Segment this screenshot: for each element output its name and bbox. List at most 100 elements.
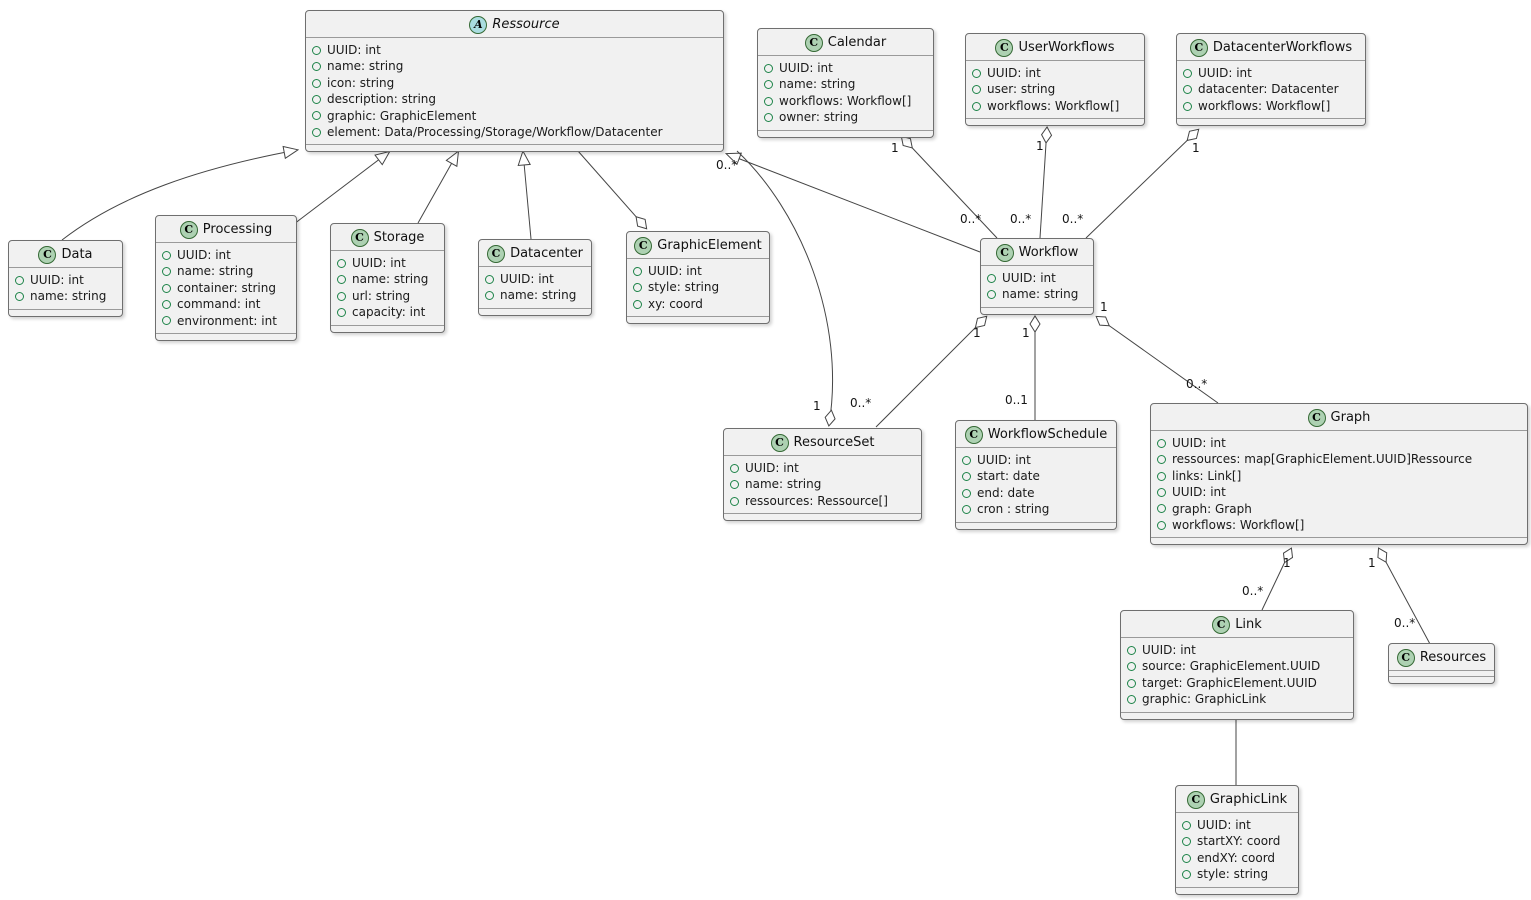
methods-compartment: [1176, 888, 1298, 894]
class-userworkflows: C UserWorkflows UUID: int user: string w…: [965, 33, 1145, 127]
class-workflow: C Workflow UUID: int name: string: [980, 238, 1094, 315]
multiplicity-label: 0..1: [1005, 393, 1028, 407]
attribute: name: string: [730, 476, 913, 492]
attribute: name: string: [162, 263, 288, 279]
attribute-text: startXY: coord: [1197, 834, 1281, 849]
class-data: C Data UUID: int name: string: [8, 240, 123, 317]
class-icon: C: [487, 244, 506, 263]
attribute-text: UUID: int: [648, 264, 702, 278]
class-icon: C: [995, 38, 1014, 57]
class-header: A Ressource: [306, 11, 723, 38]
public-visibility-icon: [1157, 520, 1166, 530]
public-visibility-icon: [1157, 487, 1166, 497]
class-icon: C: [995, 243, 1014, 262]
public-visibility-icon: [1127, 662, 1136, 672]
attribute-text: owner: string: [779, 110, 859, 125]
class-header: C WorkflowSchedule: [956, 421, 1116, 448]
edge-resourceset-workflow: [875, 315, 988, 428]
attribute: xy: coord: [633, 296, 761, 312]
public-visibility-icon: [1127, 678, 1136, 688]
class-graphicelement: C GraphicElement UUID: int style: string…: [626, 231, 770, 325]
methods-compartment: [627, 317, 769, 323]
attributes-compartment: UUID: int name: string: [981, 266, 1093, 308]
class-workflowschedule: C WorkflowSchedule UUID: int start: date…: [955, 420, 1117, 530]
methods-compartment: [156, 334, 296, 340]
attribute: name: string: [337, 271, 436, 287]
multiplicity-label: 1: [891, 141, 899, 155]
attribute: icon: string: [312, 75, 715, 91]
public-visibility-icon: [15, 275, 24, 285]
public-visibility-icon: [633, 299, 642, 309]
attributes-compartment: UUID: int source: GraphicElement.UUID ta…: [1121, 638, 1353, 713]
attribute-text: cron : string: [977, 502, 1050, 517]
public-visibility-icon: [337, 275, 346, 285]
methods-compartment: [724, 514, 921, 520]
public-visibility-icon: [972, 101, 981, 111]
edge-processing-extends-ressource: [293, 152, 389, 225]
attribute: UUID: int: [730, 460, 913, 476]
attribute: style: string: [1182, 866, 1290, 882]
attribute-text: ressources: Ressource[]: [745, 493, 888, 508]
attribute: UUID: int: [1127, 642, 1345, 658]
public-visibility-icon: [312, 94, 321, 104]
class-header: C Link: [1121, 611, 1353, 638]
public-visibility-icon: [162, 267, 171, 277]
attribute: UUID: int: [337, 255, 436, 271]
attribute-text: UUID: int: [977, 453, 1031, 467]
public-visibility-icon: [987, 273, 996, 283]
class-icon: C: [804, 33, 823, 52]
attribute-text: UUID: int: [30, 273, 84, 287]
attributes-compartment: UUID: int style: string xy: coord: [627, 259, 769, 318]
attribute: name: string: [485, 287, 583, 303]
attributes-compartment: UUID: int name: string: [9, 268, 122, 310]
class-header: C Calendar: [758, 29, 933, 56]
attribute-text: UUID: int: [327, 43, 381, 57]
public-visibility-icon: [1157, 455, 1166, 465]
public-visibility-icon: [730, 463, 739, 473]
attribute: user: string: [972, 81, 1136, 97]
class-name: UserWorkflows: [1018, 40, 1115, 55]
attribute: cron : string: [962, 501, 1108, 517]
multiplicity-label: 1: [1368, 556, 1376, 570]
class-name: GraphicElement: [657, 238, 762, 253]
attributes-compartment: UUID: int datacenter: Datacenter workflo…: [1177, 61, 1365, 120]
attribute: url: string: [337, 288, 436, 304]
attribute: target: GraphicElement.UUID: [1127, 675, 1345, 691]
methods-compartment: [331, 326, 444, 332]
edge-resources-graph: [1377, 547, 1431, 645]
attribute-text: UUID: int: [500, 272, 554, 286]
class-name: Graph: [1330, 410, 1371, 425]
multiplicity-label: 0..*: [1010, 212, 1032, 226]
attribute-text: UUID: int: [1002, 271, 1056, 285]
class-name: Link: [1235, 617, 1262, 632]
attribute: workflows: Workflow[]: [764, 93, 925, 109]
public-visibility-icon: [972, 68, 981, 78]
attribute: start: date: [962, 468, 1108, 484]
attribute-text: endXY: coord: [1197, 850, 1276, 865]
public-visibility-icon: [162, 316, 171, 326]
methods-compartment: [1151, 538, 1527, 544]
attribute-text: style: string: [1197, 867, 1269, 882]
class-name: DatacenterWorkflows: [1212, 40, 1353, 55]
public-visibility-icon: [1127, 694, 1136, 704]
public-visibility-icon: [987, 290, 996, 300]
attributes-compartment: UUID: int ressources: map[GraphicElement…: [1151, 431, 1527, 539]
attribute-text: workflows: Workflow[]: [1172, 518, 1305, 533]
attribute-text: graph: Graph: [1172, 501, 1252, 516]
attribute-text: UUID: int: [1198, 66, 1252, 80]
attribute-text: links: Link[]: [1172, 468, 1242, 483]
public-visibility-icon: [764, 80, 773, 90]
attributes-compartment: UUID: int startXY: coord endXY: coord st…: [1176, 813, 1298, 888]
public-visibility-icon: [1182, 853, 1191, 863]
public-visibility-icon: [312, 78, 321, 88]
edge-storage-extends-ressource: [417, 152, 458, 224]
public-visibility-icon: [1127, 645, 1136, 655]
public-visibility-icon: [162, 283, 171, 293]
attribute: UUID: int: [1157, 484, 1519, 500]
edge-graph-workflow: [1095, 315, 1219, 404]
attribute-text: environment: int: [177, 313, 277, 328]
public-visibility-icon: [1183, 101, 1192, 111]
attribute-text: name: string: [500, 288, 577, 303]
multiplicity-label: 0..*: [1394, 616, 1416, 630]
class-icon: C: [179, 220, 198, 239]
